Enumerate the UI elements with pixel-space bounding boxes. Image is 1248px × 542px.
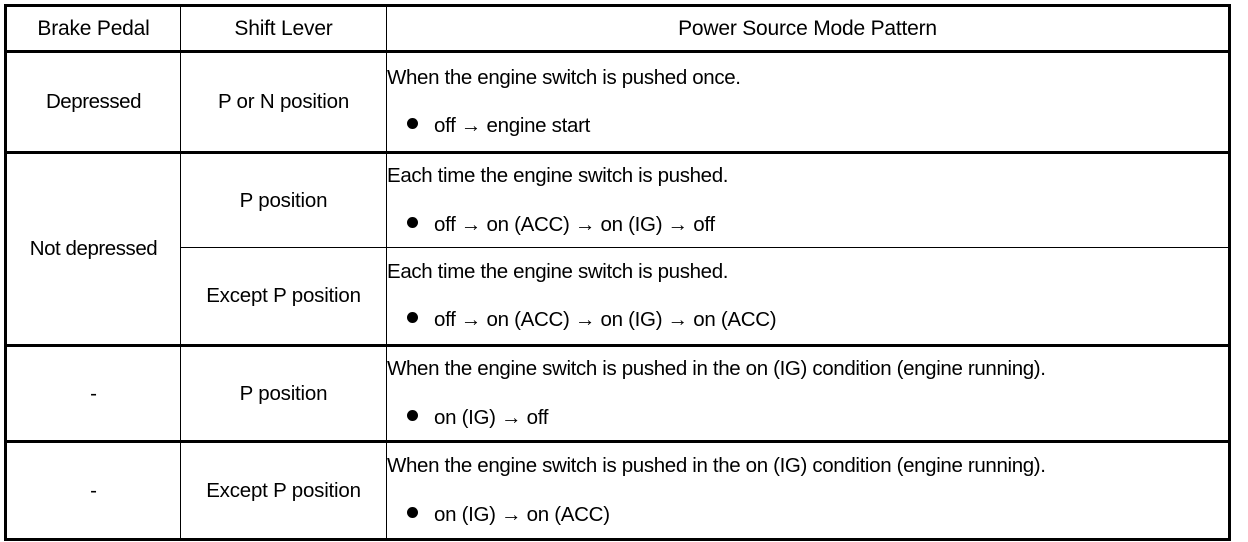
pattern-bullet-text: on (IG) → off xyxy=(434,405,549,429)
bullet-icon xyxy=(407,409,418,421)
cell-shift-lever: Except P position xyxy=(180,440,387,540)
column-header-power-source-mode-pattern: Power Source Mode Pattern xyxy=(386,5,1230,53)
table-header-row: Brake Pedal Shift Lever Power Source Mod… xyxy=(5,5,1230,53)
power-source-mode-table-container: Brake Pedal Shift Lever Power Source Mod… xyxy=(4,4,1231,541)
cell-power-source-mode-pattern: When the engine switch is pushed in the … xyxy=(386,440,1230,540)
cell-power-source-mode-pattern: Each time the engine switch is pushed. o… xyxy=(386,151,1230,248)
pattern-bullet-text: on (IG) → on (ACC) xyxy=(434,502,610,526)
pattern-bullet-line: on (IG) → on (ACC) xyxy=(387,502,1228,526)
table-row: Not depressed P position Each time the e… xyxy=(5,151,1230,346)
pattern-heading: When the engine switch is pushed in the … xyxy=(387,454,1046,478)
pattern-bullet-text: off → on (ACC) → on (IG) → on (ACC) xyxy=(434,308,777,331)
pattern-bullet-text: off → on (ACC) → on (IG) → off xyxy=(434,212,715,236)
bullet-icon xyxy=(407,118,418,129)
pattern-bullet-line: off → engine start xyxy=(387,114,1228,137)
pattern-bullet-line: off → on (ACC) → on (IG) → on (ACC) xyxy=(387,308,1228,331)
table-body: Depressed P or N position When the engin… xyxy=(5,51,1230,540)
pattern-heading: Each time the engine switch is pushed. xyxy=(387,259,729,283)
cell-shift-lever: P or N position xyxy=(180,51,387,153)
table-row: Except P position Each time the engine s… xyxy=(6,247,1230,346)
cell-shift-lever: P position xyxy=(180,344,387,442)
cell-power-source-mode-pattern: Each time the engine switch is pushed. o… xyxy=(386,247,1230,346)
bullet-icon xyxy=(407,506,418,518)
pattern-heading: When the engine switch is pushed in the … xyxy=(387,357,1046,381)
cell-brake-pedal: Not depressed xyxy=(5,151,181,346)
cell-shift-lever: Except P position xyxy=(180,247,387,346)
cell-brake-pedal: - xyxy=(5,344,181,442)
table-row: Depressed P or N position When the engin… xyxy=(5,51,1230,153)
table-row: - Except P position When the engine swit… xyxy=(5,440,1230,540)
pattern-heading: When the engine switch is pushed once. xyxy=(387,65,741,89)
cell-brake-pedal: - xyxy=(5,440,181,540)
pattern-heading: Each time the engine switch is pushed. xyxy=(387,164,729,188)
power-source-mode-table: Brake Pedal Shift Lever Power Source Mod… xyxy=(4,4,1231,541)
cell-power-source-mode-pattern: When the engine switch is pushed once. o… xyxy=(386,51,1230,153)
bullet-icon xyxy=(407,216,418,228)
cell-power-source-mode-pattern: When the engine switch is pushed in the … xyxy=(386,344,1230,442)
column-header-brake-pedal: Brake Pedal xyxy=(5,5,181,53)
pattern-bullet-text: off → engine start xyxy=(434,114,591,137)
cell-brake-pedal: Depressed xyxy=(5,51,181,153)
bullet-icon xyxy=(407,312,418,323)
table-row: - P position When the engine switch is p… xyxy=(5,344,1230,442)
pattern-bullet-line: on (IG) → off xyxy=(387,405,1228,429)
cell-shift-lever: P position xyxy=(180,151,387,248)
column-header-shift-lever: Shift Lever xyxy=(180,5,387,53)
table-header: Brake Pedal Shift Lever Power Source Mod… xyxy=(5,5,1230,53)
pattern-bullet-line: off → on (ACC) → on (IG) → off xyxy=(387,212,1228,236)
